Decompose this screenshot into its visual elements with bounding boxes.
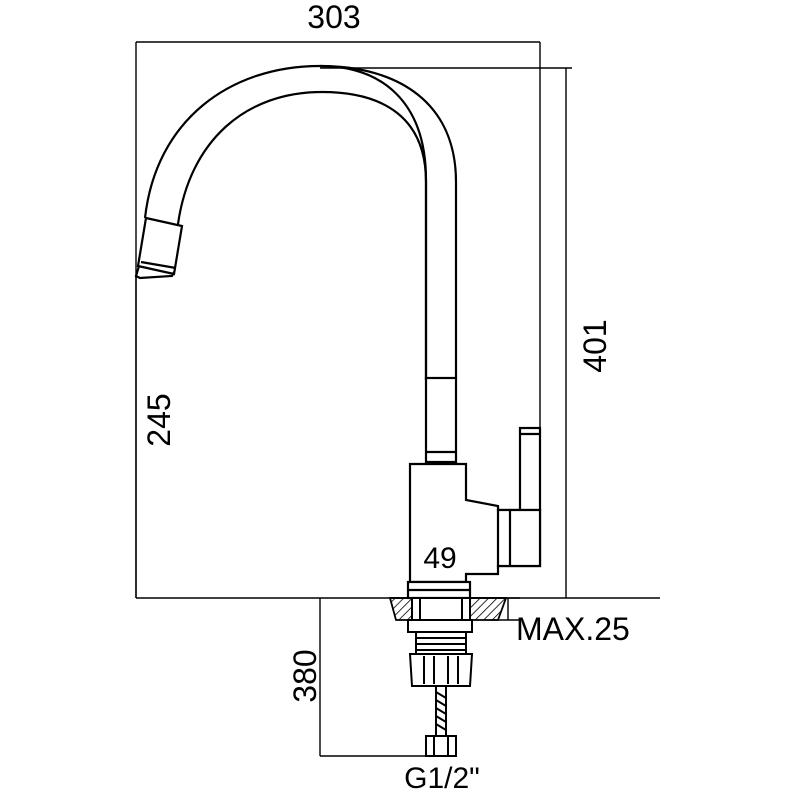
hose-fitting — [425, 735, 457, 757]
mounting-assembly — [407, 597, 474, 687]
handle-lever — [518, 426, 542, 512]
dim-label-max: MAX.25 — [516, 611, 630, 647]
hose-braid — [435, 691, 447, 731]
dim-label-hose: 380 — [287, 649, 323, 702]
dim-label-spout-height: 245 — [141, 393, 177, 446]
spout-inner-curve — [176, 90, 428, 380]
mounting-nut — [408, 653, 474, 687]
supply-hose — [425, 685, 457, 757]
spout-outer-right — [319, 64, 458, 378]
aerator — [134, 216, 184, 280]
dim-label-height: 401 — [577, 319, 613, 372]
faucet-body — [406, 426, 542, 600]
dim-label-body: 49 — [423, 542, 456, 575]
tube-sleeve — [424, 376, 458, 464]
spout — [143, 64, 458, 380]
spout-outer-curve — [143, 64, 428, 380]
dim-label-width: 303 — [307, 0, 360, 35]
aerator-ring — [140, 260, 177, 270]
aerator-tip — [134, 265, 175, 280]
washer — [407, 619, 473, 633]
lower-tube — [424, 376, 458, 464]
handle-base — [496, 508, 542, 568]
dimension-lines — [135, 41, 660, 757]
dim-label-thread: G1/2" — [404, 762, 480, 795]
